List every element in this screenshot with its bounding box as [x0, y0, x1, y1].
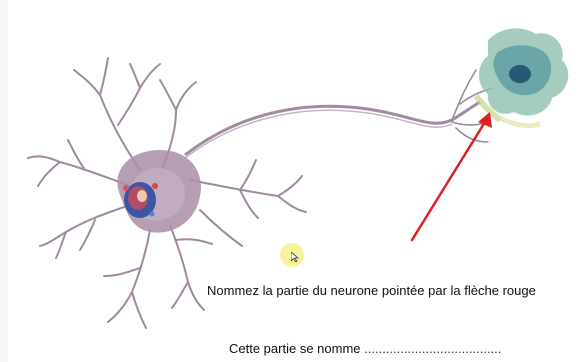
answer-blank[interactable]: ......................................: [364, 341, 501, 356]
red-arrow-icon: [412, 112, 492, 240]
target-nucleus: [509, 65, 531, 83]
answer-line: Cette partie se nomme ..................…: [229, 341, 580, 357]
answer-prompt: Cette partie se nomme: [229, 341, 361, 356]
question-text: Nommez la partie du neurone pointée par …: [207, 283, 577, 299]
mouse-cursor-icon: [291, 252, 299, 262]
